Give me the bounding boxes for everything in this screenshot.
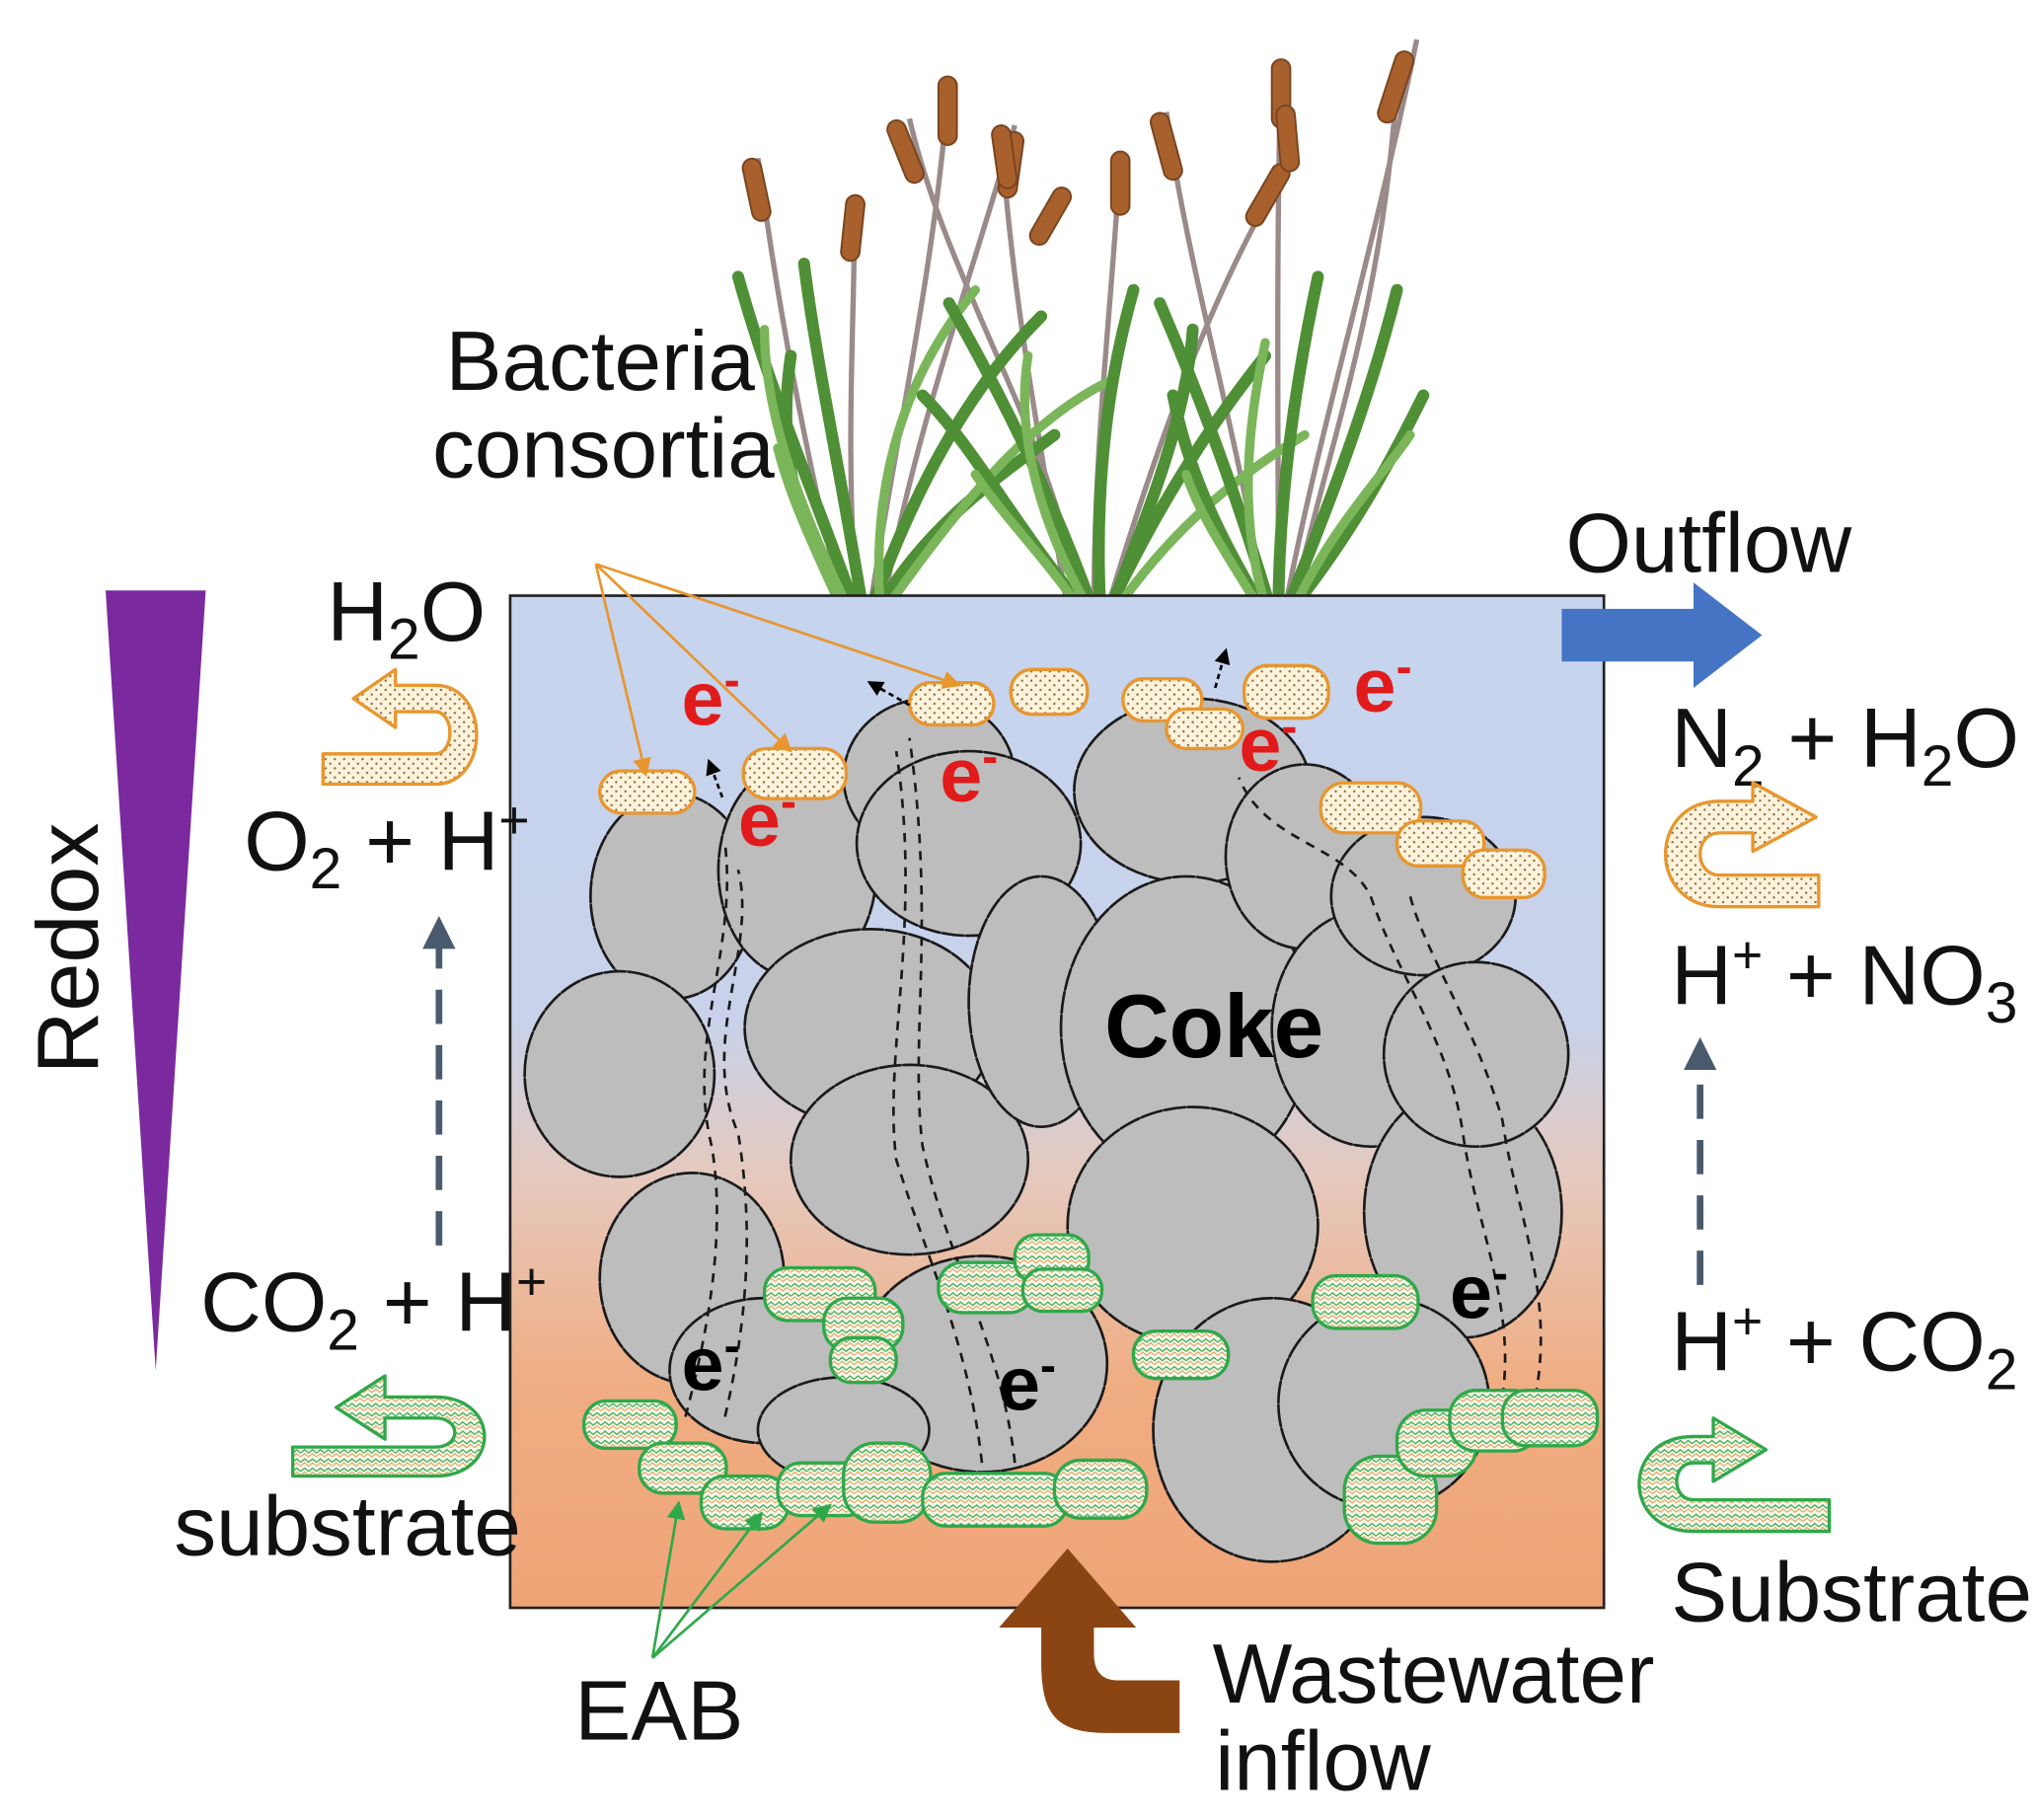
outflow-arrow-icon (1561, 582, 1763, 689)
electron-black-2: e- (998, 1338, 1056, 1426)
n2-h2o-label: N2 + H2O (1671, 692, 2019, 798)
wetland-plants (731, 38, 1430, 627)
electron-black-3: e- (1450, 1247, 1508, 1334)
right-substrate-cycle-arrow-icon (1637, 1416, 1832, 1534)
electron-red-1: e- (682, 653, 740, 741)
substrate-right-label: Substrate (1671, 1546, 2032, 1639)
electron-red-4: e- (1239, 700, 1297, 788)
redox-gradient-wedge (105, 590, 206, 1371)
bacteria-pointer-lines (594, 563, 962, 777)
wastewater-label-line1: Wastewater (1213, 1628, 1655, 1721)
electron-red-5: e- (1353, 641, 1411, 728)
left-aerobic-reaction: H2O O2 + H+ CO2 + H+ substrate (174, 566, 547, 1574)
electron-red-2: e- (738, 775, 796, 863)
electron-release-arrows (706, 647, 1231, 798)
coke-label: Coke (1104, 977, 1323, 1077)
redox-label: Redox (19, 823, 116, 1075)
hplus-no3-label: H+ + NO3 (1671, 926, 2017, 1035)
bacteria-consortia-label-line2: consortia (432, 402, 775, 495)
bacteria-consortia-label-line1: Bacteria (445, 315, 755, 409)
wastewater-label-line2: inflow (1215, 1714, 1431, 1808)
eab-label: EAB (574, 1665, 743, 1759)
aerobic-cycle-arrow-icon (321, 667, 479, 787)
electron-transport-paths (684, 737, 1543, 1464)
electron-black-1: e- (682, 1319, 740, 1406)
eab-pointer-lines (650, 1500, 832, 1659)
wastewater-inflow-arrow-icon (999, 1548, 1180, 1733)
anaerobic-cycle-arrow-icon (290, 1374, 487, 1479)
eab-biofilm-clusters (582, 1233, 1600, 1546)
electron-red-3: e- (940, 729, 998, 817)
hplus-co2-right-label: H+ + CO2 (1671, 1293, 2017, 1403)
h2o-left-label: H2O (327, 566, 486, 672)
substrate-left-label: substrate (174, 1480, 520, 1574)
outflow-label: Outflow (1565, 497, 1851, 591)
denitrification-cycle-arrow-icon (1663, 781, 1821, 909)
co2-hplus-left-label: CO2 + H+ (200, 1253, 547, 1363)
electron-labels: e- e- e- e- e- e- e- e- (682, 641, 1509, 1427)
right-denitrification-reaction: N2 + H2O H+ + NO3 H+ + CO2 Substrate (1637, 692, 2032, 1639)
o2-hplus-label: O2 + H+ (244, 792, 529, 901)
